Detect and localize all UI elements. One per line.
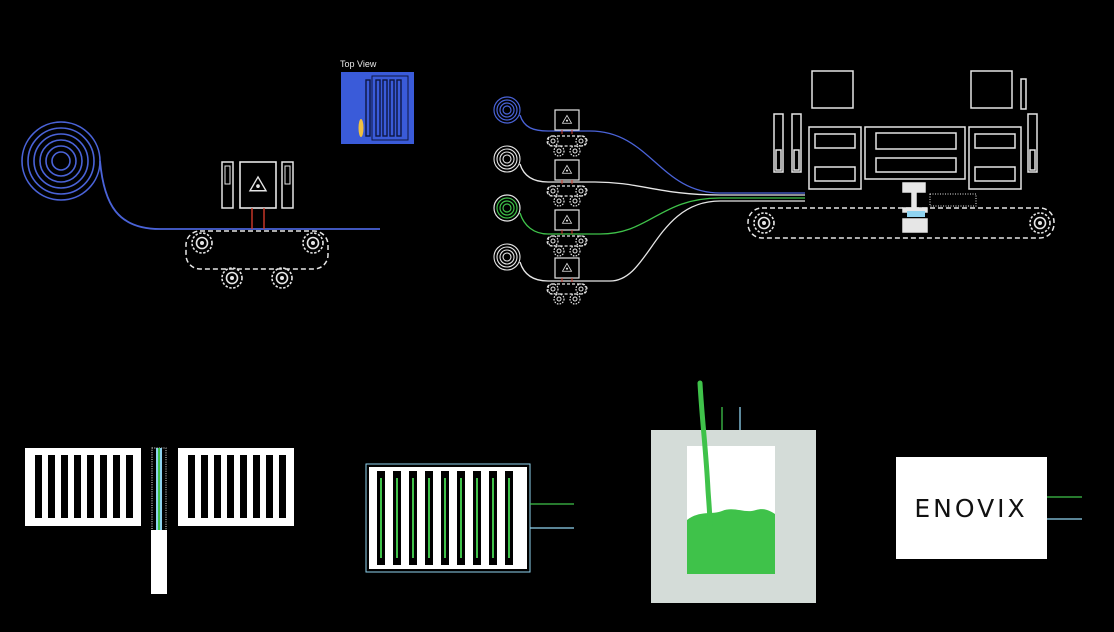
stacking-machine [773,70,1038,233]
top-view-inset: Top View [340,59,414,144]
laser-warning-icon [249,176,267,192]
enovix-logo: ENOVIX [914,494,1027,523]
conveyor-belt [747,207,1055,239]
material-webs [519,114,805,282]
single-laser-process: Top View [21,59,414,289]
multi-line-assembly [493,70,1055,304]
gear-icon [191,232,213,254]
electrolyte-fill [651,380,816,603]
electrode-combs [25,447,294,594]
material-web [99,160,380,230]
electrolyte-stream [697,380,713,528]
laser-station [221,161,294,229]
packaged-cell: ENOVIX [896,457,1082,559]
top-view-label: Top View [340,59,377,69]
material-roll-icon [493,96,521,271]
gear-icon [302,232,324,254]
stacked-cell [365,463,574,573]
material-roll-icon [21,121,101,201]
gear-icon [221,267,243,289]
conveyor-belt [185,230,329,289]
gear-icon [271,267,293,289]
stacked-cells [907,193,977,217]
